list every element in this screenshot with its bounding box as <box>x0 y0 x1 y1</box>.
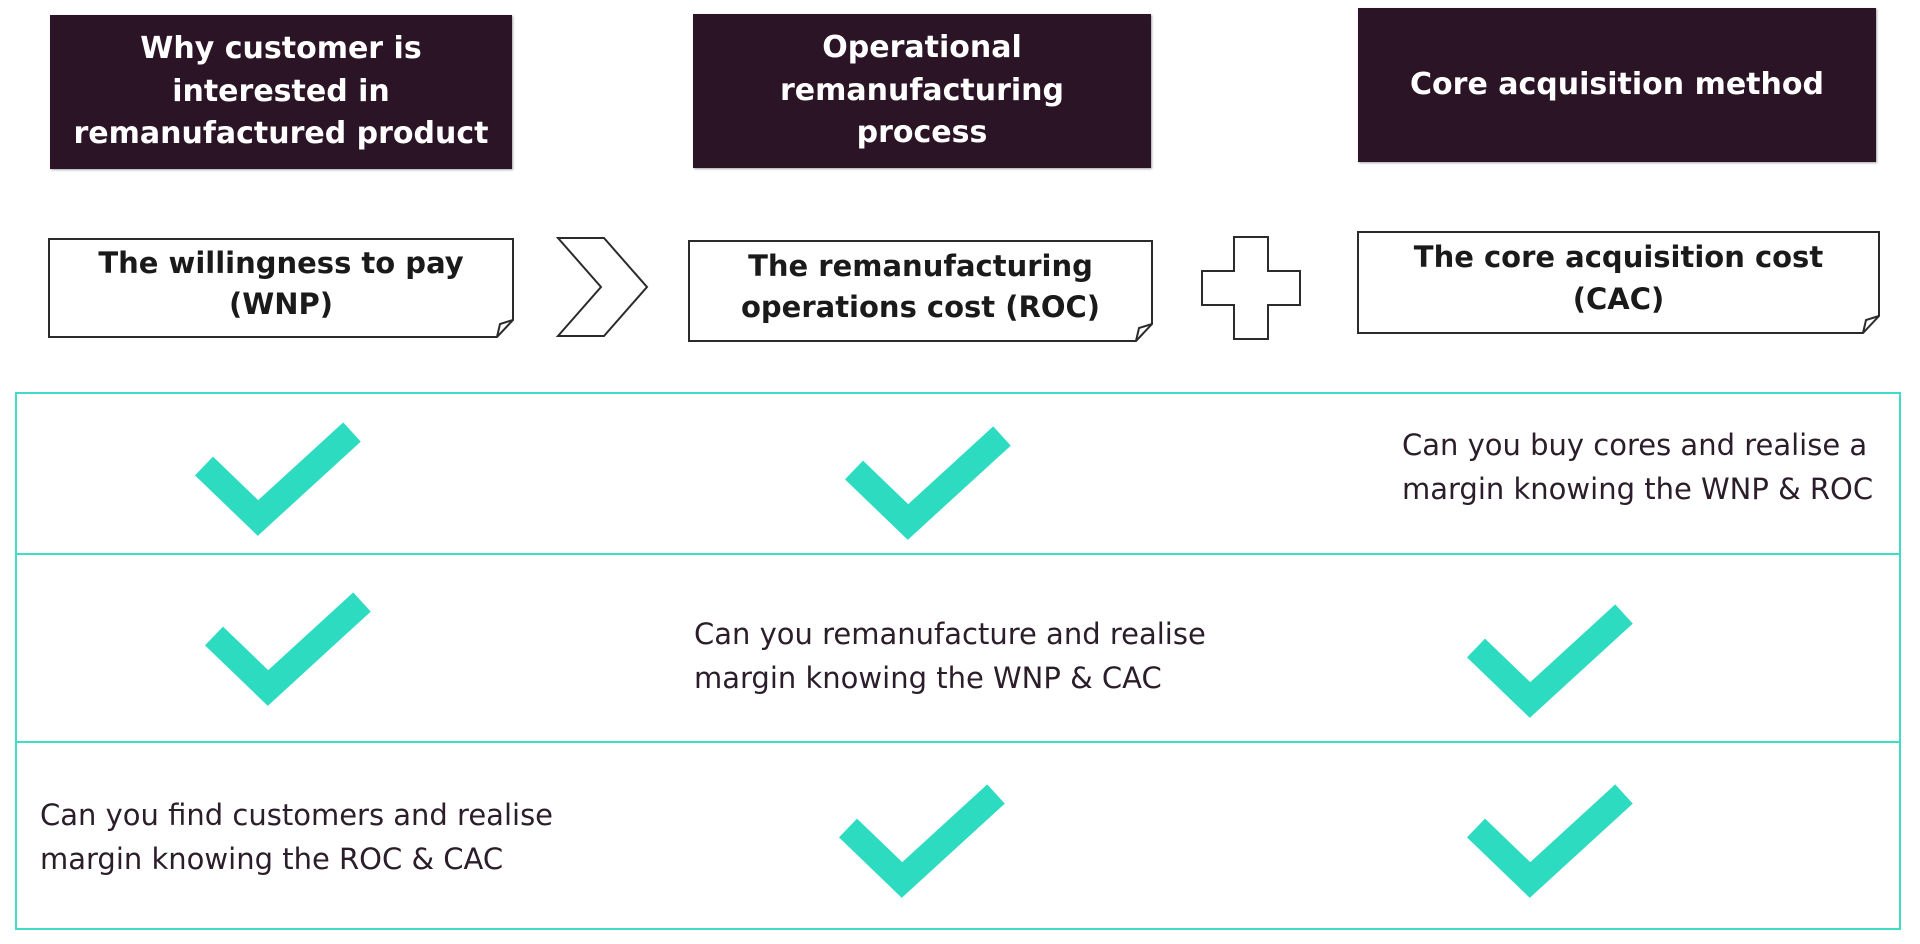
note-wnp-shape <box>48 238 514 338</box>
row-divider-1 <box>15 553 1901 555</box>
header-customer-interest-label: Why customer is interested in remanufact… <box>73 31 489 152</box>
chevron-right-icon <box>555 237 649 337</box>
note-cac-shape <box>1357 231 1880 334</box>
question-buy-cores-line2: margin knowing the WNP & ROC <box>1402 471 1874 506</box>
plus-icon <box>1201 236 1301 340</box>
header-customer-interest: Why customer is interested in remanufact… <box>50 15 512 169</box>
note-roc-line1: The remanufacturing <box>748 248 1093 283</box>
header-operational-process: Operational remanufacturing process <box>693 14 1151 168</box>
note-wnp-line1: The willingness to pay <box>98 245 464 280</box>
note-cac: The core acquisition cost (CAC) <box>1357 231 1880 326</box>
question-remanufacture-line1: Can you remanufacture and realise <box>694 617 1206 651</box>
question-buy-cores-line1: Can you buy cores and realise a <box>1402 428 1868 462</box>
question-remanufacture: Can you remanufacture and realise margin… <box>694 613 1214 700</box>
header-core-acquisition-label: Core acquisition method <box>1410 66 1824 102</box>
header-operational-process-label: Operational remanufacturing process <box>779 30 1065 151</box>
check-icon <box>1466 604 1633 718</box>
header-core-acquisition: Core acquisition method <box>1358 8 1876 162</box>
note-roc: The remanufacturing operations cost (ROC… <box>688 240 1153 334</box>
note-roc-shape <box>688 240 1153 342</box>
check-icon <box>194 422 361 536</box>
note-cac-line1: The core acquisition cost (CAC) <box>1413 240 1824 316</box>
evaluation-grid <box>15 392 1901 930</box>
question-find-customers-line2: margin knowing the ROC & CAC <box>40 841 504 876</box>
check-icon <box>838 784 1005 898</box>
question-find-customers-line1: Can you find customers and realise <box>40 798 554 832</box>
check-icon <box>1466 784 1633 898</box>
note-wnp-line2: (WNP) <box>228 287 334 321</box>
check-icon <box>204 592 371 706</box>
question-find-customers: Can you find customers and realise margi… <box>40 794 580 881</box>
row-divider-2 <box>15 741 1901 743</box>
note-roc-line2: operations cost (ROC) <box>740 290 1101 324</box>
check-icon <box>844 426 1011 540</box>
question-remanufacture-line2: margin knowing the WNP & CAC <box>694 660 1162 695</box>
note-wnp: The willingness to pay (WNP) <box>48 238 514 330</box>
question-buy-cores: Can you buy cores and realise a margin k… <box>1402 424 1892 511</box>
